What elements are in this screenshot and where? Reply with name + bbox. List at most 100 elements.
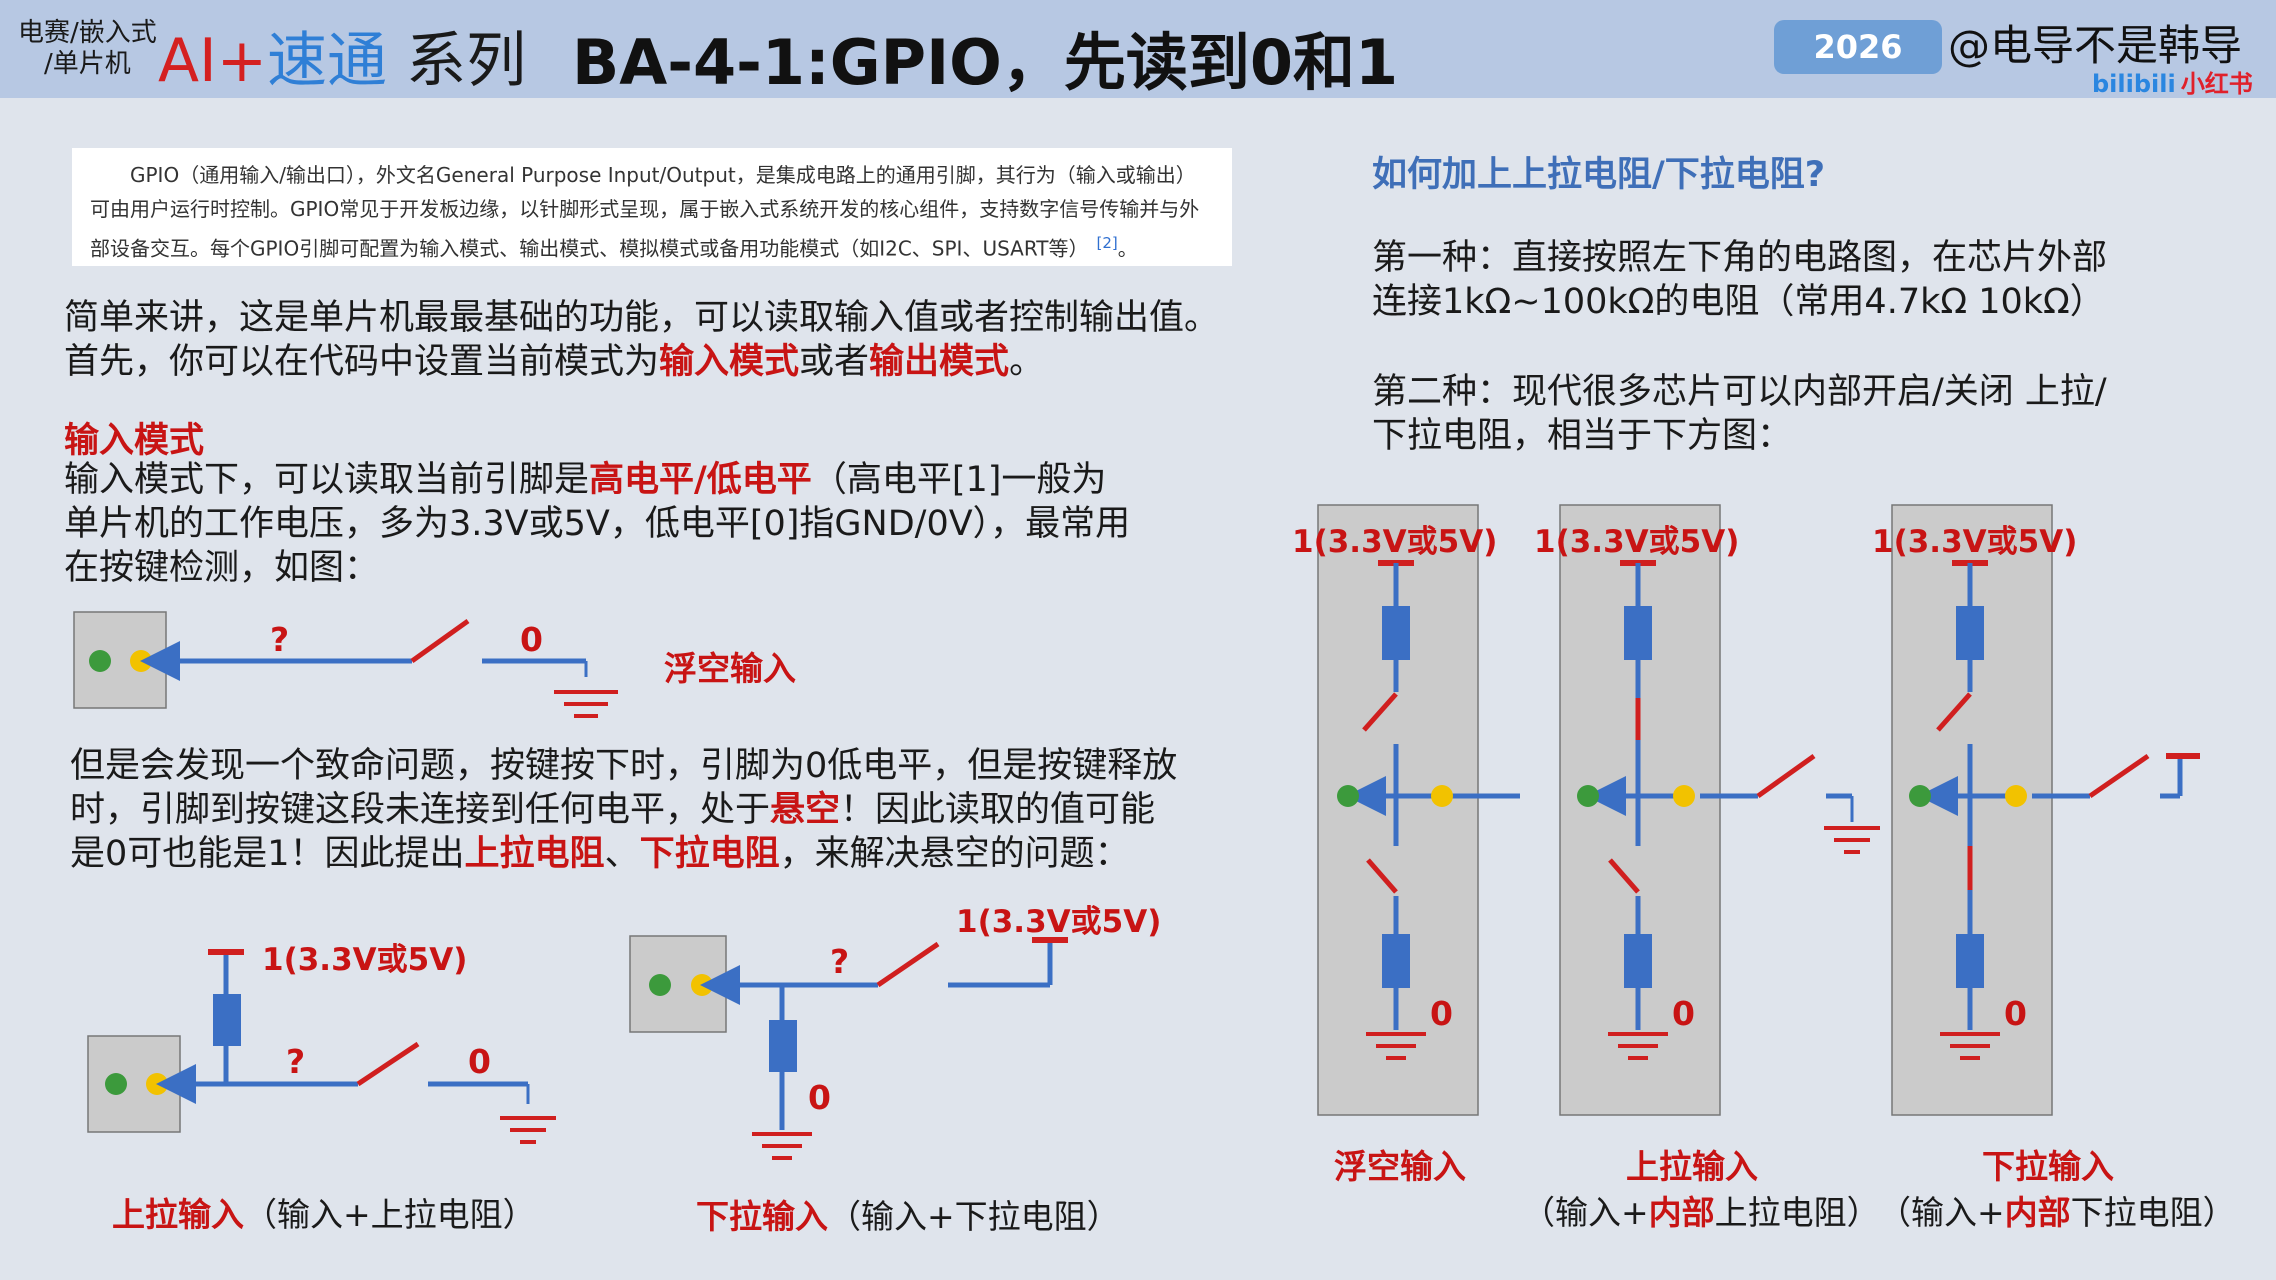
pin-green-dot xyxy=(1337,785,1359,807)
floating-question-mark: ? xyxy=(270,620,290,659)
pin-green-dot xyxy=(1909,785,1931,807)
switch-blade xyxy=(876,941,940,988)
pin-yellow-dot xyxy=(691,974,713,996)
intro-line-1: 简单来讲，这是单片机最最基础的功能，可以读取输入值或者控制输出值。 xyxy=(64,298,1220,338)
year-badge: 2026 xyxy=(1774,20,1942,74)
ic-bold-2: 内部 xyxy=(2004,1193,2071,1232)
ic-rest-1: 上拉电阻） xyxy=(1714,1193,1880,1232)
pulldown-question-mark: ? xyxy=(830,942,850,981)
way-one-paragraph: 第一种：直接按照左下角的电路图，在芯片外部 连接1kΩ~100kΩ的电阻（常用4… xyxy=(1372,236,2107,324)
internal-pullup-diagram xyxy=(1559,504,1880,1116)
author-name: @电导不是韩导 xyxy=(1948,21,2243,70)
pullup-resistor xyxy=(213,994,241,1046)
pin-green-dot xyxy=(649,974,671,996)
pin-yellow-dot xyxy=(146,1073,168,1095)
pin-yellow-dot xyxy=(1673,785,1695,807)
pulldown-vcc-label: 1(3.3V或5V) xyxy=(956,904,1162,940)
pullup-question-mark: ? xyxy=(286,1042,306,1081)
pulldown-switch-open xyxy=(1366,858,1398,894)
page-title: BA-4-1:GPIO，先读到0和1 xyxy=(572,26,1399,99)
ground-symbol xyxy=(500,1116,556,1144)
internal-2-caption: 上拉输入 xyxy=(1626,1147,1758,1186)
internal-pulldown-resistor xyxy=(1382,934,1410,988)
pulldown-resistor xyxy=(769,1020,797,1072)
pin-green-dot xyxy=(89,650,111,672)
ground-symbol xyxy=(1366,1032,1426,1060)
pullup-caption: 上拉输入（输入+上拉电阻） xyxy=(112,1188,536,1236)
series-line-2: /单片机 xyxy=(44,49,131,79)
im-text-a: 输入模式下，可以读取当前引脚是 xyxy=(64,460,590,500)
citation-link[interactable]: [2] xyxy=(1096,234,1118,252)
internal-pullup-resistor xyxy=(1956,606,1984,660)
ic-open-2: （输入+ xyxy=(1878,1193,2005,1232)
internal-pulldown-diagram xyxy=(1891,504,2200,1116)
sutong-text: 速通 xyxy=(267,26,388,96)
intro-paragraph: 简单来讲，这是单片机最最基础的功能，可以读取输入值或者控制输出值。 首先，你可以… xyxy=(64,296,1219,384)
ic-bold-1: 内部 xyxy=(1648,1193,1715,1232)
internal-1-zero-label: 0 xyxy=(1430,994,1453,1033)
way-one-line-2: 连接1kΩ~100kΩ的电阻（常用4.7kΩ 10kΩ） xyxy=(1372,282,2105,322)
ground-symbol xyxy=(752,1132,812,1160)
external-ground-symbol xyxy=(1824,826,1880,854)
problem-line-2: 时，引脚到按键这段未连接到任何电平，处于悬空！因此读取的值可能 xyxy=(70,788,1177,832)
series-subtitle: 电赛/嵌入式 /单片机 xyxy=(18,18,157,80)
pullup-input-circuit xyxy=(87,949,556,1144)
problem-line-1: 但是会发现一个致命问题，按键按下时，引脚为0低电平，但是按键释放 xyxy=(70,746,1178,786)
intro-text-c: 或者 xyxy=(799,342,870,382)
switch-blade xyxy=(356,1041,420,1087)
pulldown-zero-label: 0 xyxy=(808,1078,831,1117)
pin-yellow-dot xyxy=(130,650,152,672)
pullup-zero-label: 0 xyxy=(468,1042,491,1081)
input-mode-line-2: 单片机的工作电压，多为3.3V或5V，低电平[0]指GND/0V），最常用 xyxy=(64,504,1131,544)
switch-blade xyxy=(410,618,470,664)
level-highlight: 高电平/低电平 xyxy=(589,460,812,500)
floating-input-circuit xyxy=(73,611,618,718)
series-brand: AI+速通 系列 xyxy=(158,12,526,99)
quote-end: 。 xyxy=(1117,236,1138,261)
pb-text-3e: ，来解决悬空的问题： xyxy=(779,834,1130,874)
intro-text-e: 。 xyxy=(1009,342,1045,382)
problem-paragraph: 但是会发现一个致命问题，按键按下时，引脚为0低电平，但是按键释放 时，引脚到按键… xyxy=(70,744,1177,876)
internal-2-vcc-label: 1(3.3V或5V) xyxy=(1534,524,1740,560)
internal-3-subcaption: （输入+内部下拉电阻） xyxy=(1878,1186,2236,1234)
pullup-switch-open xyxy=(1936,692,1972,732)
internal-3-vcc-label: 1(3.3V或5V) xyxy=(1872,524,2078,560)
im-text-c: （高电平[1]一般为 xyxy=(811,460,1107,500)
pull-resistor-question: 如何加上上拉电阻/下拉电阻? xyxy=(1372,155,1826,195)
pullup-caption-rest: （输入+上拉电阻） xyxy=(244,1195,536,1234)
input-mode-title: 输入模式 xyxy=(64,421,205,461)
problem-line-3: 是0可也能是1！因此提出上拉电阻、下拉电阻，来解决悬空的问题： xyxy=(70,832,1177,876)
pullup-highlight: 上拉电阻 xyxy=(464,834,605,874)
pullup-switch-open xyxy=(1362,692,1398,732)
pulldown-switch-open xyxy=(1608,858,1640,894)
ic-open-1: （输入+ xyxy=(1522,1193,1649,1232)
pb-text-3c: 、 xyxy=(604,834,640,874)
internal-2-zero-label: 0 xyxy=(1672,994,1695,1033)
internal-floating-diagram xyxy=(1317,504,1520,1116)
internal-3-zero-label: 0 xyxy=(2004,994,2027,1033)
bilibili-brand: bilibili xyxy=(2092,70,2176,98)
ground-symbol xyxy=(1940,1032,2000,1060)
external-switch xyxy=(2088,753,2150,799)
quote-text: GPIO（通用输入/输出口），外文名General Purpose Input/… xyxy=(90,163,1200,261)
internal-pulldown-resistor xyxy=(1624,934,1652,988)
intro-line-2: 首先，你可以在代码中设置当前模式为输入模式或者输出模式。 xyxy=(64,340,1219,384)
way-two-paragraph: 第二种：现代很多芯片可以内部开启/关闭 上拉/ 下拉电阻，相当于下方图： xyxy=(1372,370,2107,458)
floating-input-label: 浮空输入 xyxy=(664,649,796,688)
pulldown-caption: 下拉输入（输入+下拉电阻） xyxy=(696,1190,1120,1238)
pin-yellow-dot xyxy=(2005,785,2027,807)
gpio-definition-quote: GPIO（通用输入/输出口），外文名General Purpose Input/… xyxy=(72,148,1232,266)
pb-text-c: ！因此读取的值可能 xyxy=(840,790,1156,830)
series-line-1: 电赛/嵌入式 xyxy=(18,18,157,48)
internal-1-caption: 浮空输入 xyxy=(1334,1147,1466,1186)
ground-symbol xyxy=(554,690,618,718)
internal-pulldown-resistor xyxy=(1956,934,1984,988)
internal-2-subcaption: （输入+内部上拉电阻） xyxy=(1522,1186,1880,1234)
ic-rest-2: 下拉电阻） xyxy=(2070,1193,2236,1232)
platform-brands: bilibili 小红书 xyxy=(2092,64,2253,99)
pin-green-dot xyxy=(1577,785,1599,807)
pin-yellow-dot xyxy=(1431,785,1453,807)
way-one-line-1: 第一种：直接按照左下角的电路图，在芯片外部 xyxy=(1372,238,2108,278)
pulldown-caption-rest: （输入+下拉电阻） xyxy=(828,1197,1120,1236)
pb-text-a: 时，引脚到按键这段未连接到任何电平，处于 xyxy=(70,790,771,830)
